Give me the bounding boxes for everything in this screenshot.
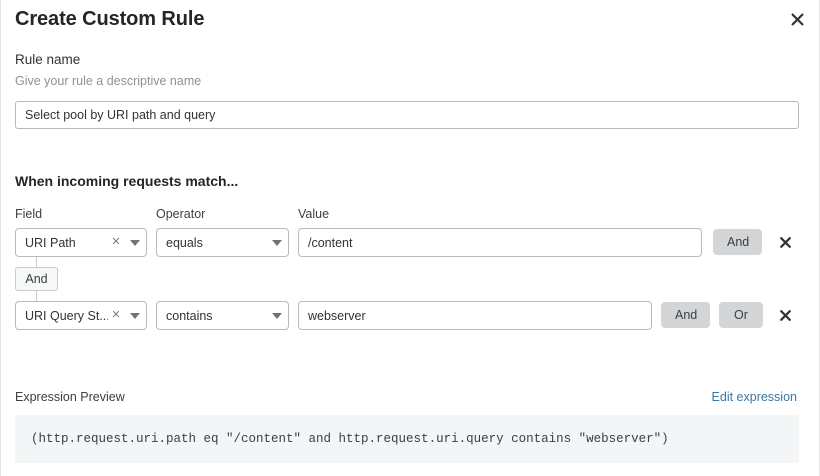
- page-title: Create Custom Rule: [15, 8, 205, 30]
- connector-line-bottom: [36, 291, 37, 302]
- logic-connector: And: [15, 257, 59, 302]
- chevron-down-icon[interactable]: [266, 239, 288, 246]
- rule-name-help-text: Give your rule a descriptive name: [15, 74, 202, 88]
- chevron-down-icon[interactable]: [266, 312, 288, 319]
- match-section-heading: When incoming requests match...: [15, 173, 239, 189]
- expression-preview-code: (http.request.uri.path eq "/content" and…: [15, 415, 799, 463]
- clear-icon[interactable]: ✕: [111, 309, 121, 321]
- rule-name-input[interactable]: [15, 101, 799, 129]
- rule-name-label: Rule name: [15, 52, 81, 67]
- close-icon[interactable]: [784, 6, 810, 32]
- connector-line-top: [36, 257, 37, 267]
- field-select-2[interactable]: URI Query St... ✕: [15, 301, 147, 330]
- column-header-field: Field: [15, 207, 43, 221]
- connector-and-tab[interactable]: And: [15, 267, 58, 291]
- operator-select-2-value: contains: [166, 308, 213, 323]
- delete-row-1-icon[interactable]: [776, 229, 794, 255]
- value-input-2[interactable]: [298, 301, 652, 330]
- column-header-value: Value: [298, 207, 330, 221]
- chevron-down-icon[interactable]: [124, 312, 146, 319]
- or-button-row-2[interactable]: Or: [719, 302, 763, 328]
- column-header-operator: Operator: [156, 207, 206, 221]
- chevron-down-icon[interactable]: [124, 239, 146, 246]
- clear-icon[interactable]: ✕: [111, 236, 121, 248]
- operator-select-1[interactable]: equals: [156, 228, 289, 257]
- field-select-1-value: URI Path: [25, 235, 76, 250]
- condition-row: URI Query St... ✕ contains And Or: [1, 301, 819, 331]
- value-input-1[interactable]: [298, 228, 702, 257]
- delete-row-2-icon[interactable]: [776, 302, 794, 328]
- field-select-1[interactable]: URI Path ✕: [15, 228, 147, 257]
- field-select-2-value: URI Query St...: [25, 308, 108, 323]
- and-button-row-2[interactable]: And: [661, 302, 710, 328]
- and-button-row-1[interactable]: And: [713, 229, 762, 255]
- expression-preview-label: Expression Preview: [15, 390, 125, 404]
- operator-select-1-value: equals: [166, 235, 203, 250]
- edit-expression-link[interactable]: Edit expression: [711, 390, 797, 404]
- condition-row: URI Path ✕ equals And: [1, 228, 819, 258]
- operator-select-2[interactable]: contains: [156, 301, 289, 330]
